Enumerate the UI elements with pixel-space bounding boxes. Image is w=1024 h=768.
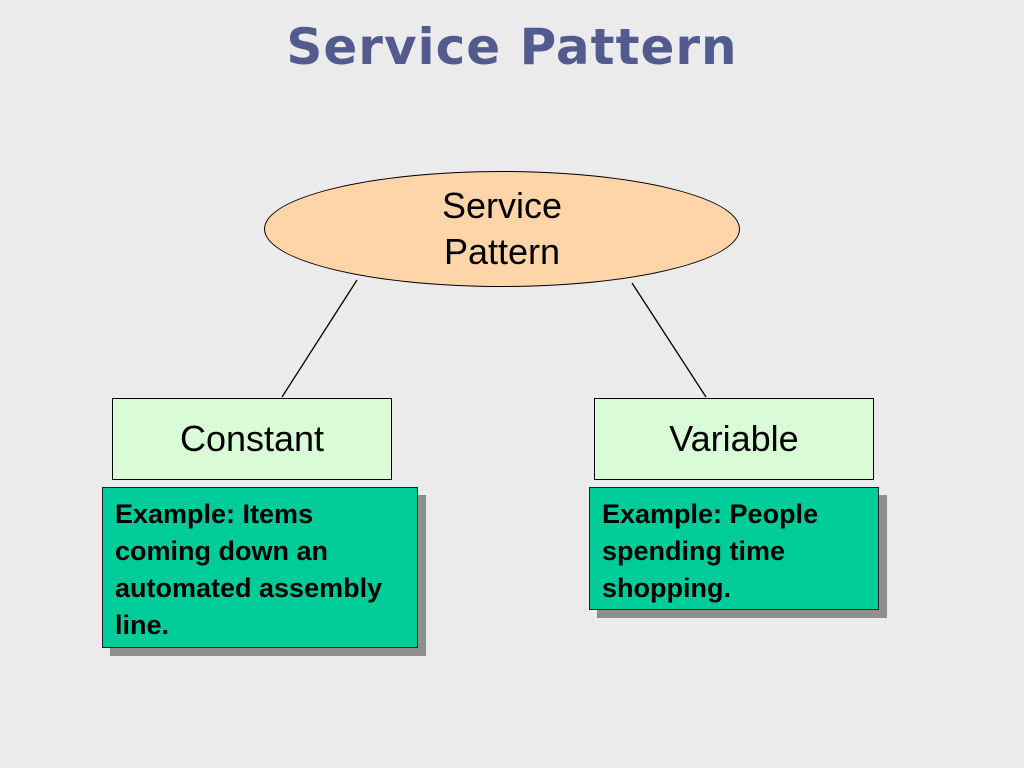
branch-node-constant: Constant <box>112 398 392 480</box>
connector-left <box>281 279 358 398</box>
branch-label-constant: Constant <box>179 418 325 459</box>
root-node-label: Service Pattern <box>441 185 563 272</box>
example-box-constant: Example: Items coming down an automated … <box>102 487 418 648</box>
branch-node-variable: Variable <box>594 398 874 480</box>
connector-right <box>631 282 707 398</box>
root-node-ellipse: Service Pattern <box>264 171 740 287</box>
branch-label-variable: Variable <box>669 418 799 459</box>
slide-title: Service Pattern <box>286 18 738 76</box>
example-box-variable: Example: People spending time shopping. <box>589 487 879 610</box>
